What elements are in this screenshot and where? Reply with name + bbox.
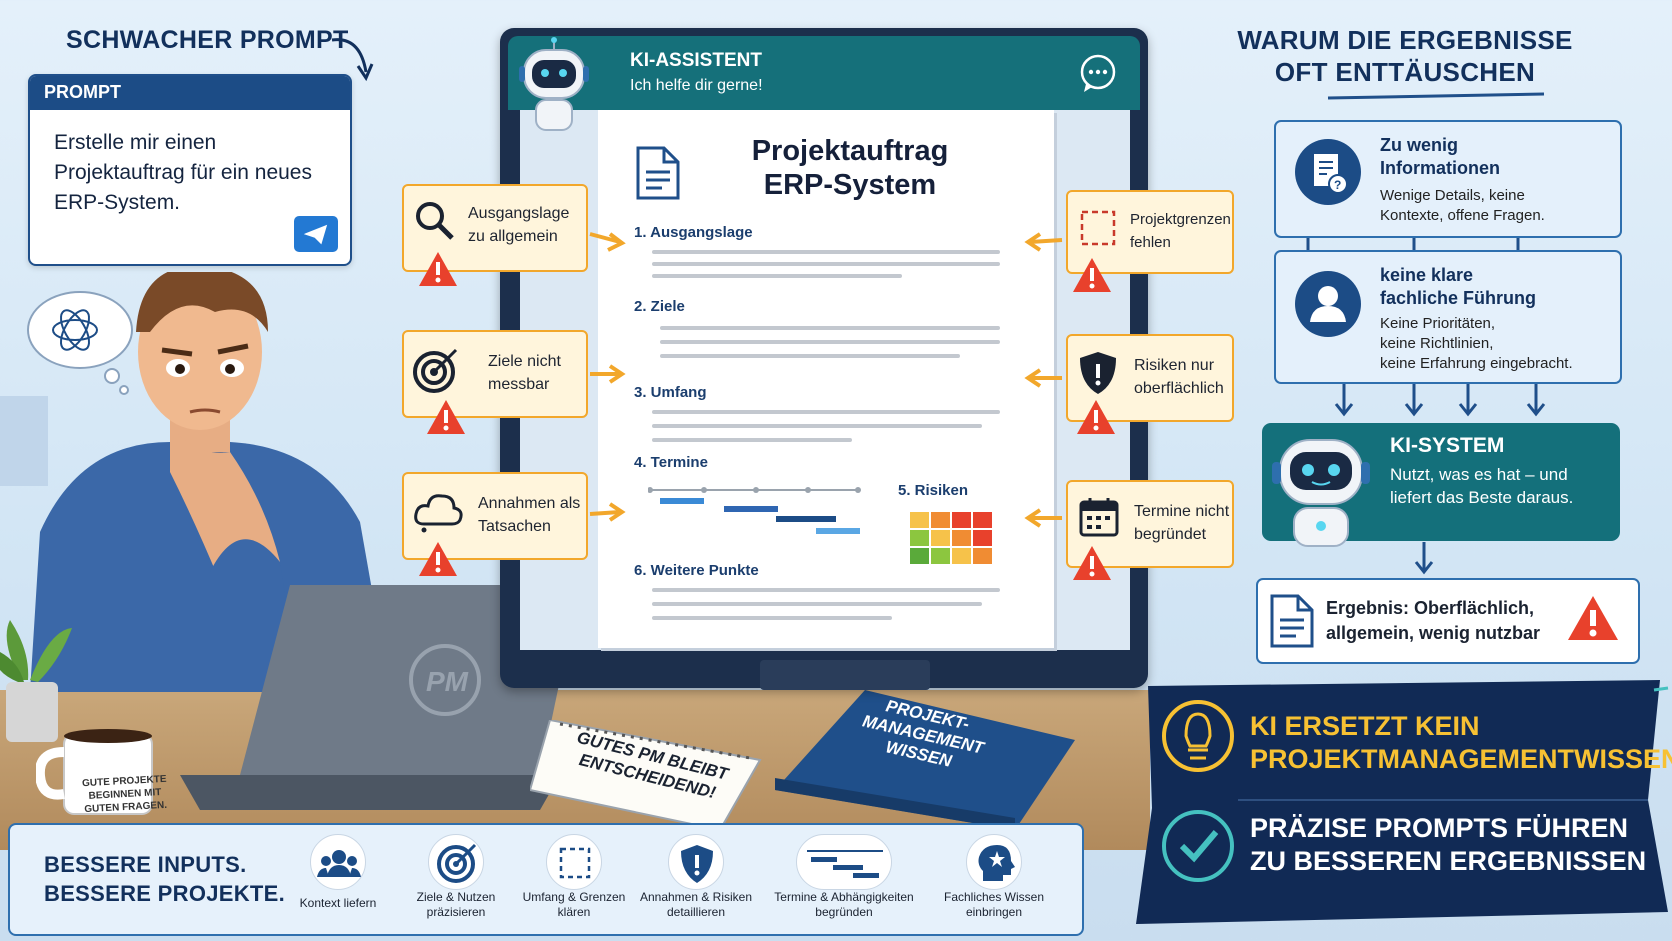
section-ausgangslage: 1. Ausgangslage xyxy=(634,224,753,241)
document-title: Projektauftrag ERP-System xyxy=(720,134,980,202)
cloud-icon xyxy=(414,494,463,533)
send-icon xyxy=(303,224,328,245)
assistant-title: KI-ASSISTENT xyxy=(630,50,762,71)
assistant-subtitle: Ich helfe dir gerne! xyxy=(630,77,763,94)
laptop: PM xyxy=(180,585,580,810)
why-title-line1: WARUM DIE ERGEBNISSE xyxy=(1237,25,1573,55)
robot-icon xyxy=(519,37,589,131)
section-risiken: 5. Risiken xyxy=(898,482,969,499)
why-title: WARUM DIE ERGEBNISSE OFT ENTTÄUSCHEN xyxy=(1210,24,1600,88)
bottom-title: BESSERE INPUTS.BESSERE PROJEKTE. xyxy=(44,852,286,906)
user-icon xyxy=(1295,271,1361,337)
tip-kontext: Kontext liefern xyxy=(299,896,377,910)
gantt-icon xyxy=(796,834,892,890)
ki-system-title: KI-SYSTEM xyxy=(1390,434,1505,457)
prompt-header: PROMPT xyxy=(30,76,350,110)
shield-icon xyxy=(1080,352,1116,394)
warning-icon xyxy=(1568,596,1618,640)
boundary-icon xyxy=(546,834,602,890)
notebook xyxy=(530,720,762,830)
document-title-line1: Projektauftrag xyxy=(751,135,949,167)
monitor-stand xyxy=(760,660,930,690)
target-icon xyxy=(428,834,484,890)
better-inputs-strip xyxy=(8,823,1084,936)
calendar-icon xyxy=(1079,498,1119,537)
plant xyxy=(0,620,72,742)
person-thinking xyxy=(30,272,390,692)
section-ziele: 2. Ziele xyxy=(634,298,685,315)
svg-text:?: ? xyxy=(1334,178,1341,192)
shield-icon xyxy=(668,834,724,890)
reason-description: Keine Prioritäten,keine Richtlinien,kein… xyxy=(1380,315,1573,372)
section-weitere-punkte: 6. Weitere Punkte xyxy=(634,562,759,579)
curved-arrow-icon xyxy=(331,38,374,82)
assistant-header xyxy=(508,36,1140,110)
document-title-line2: ERP-System xyxy=(763,169,937,201)
document-icon xyxy=(1270,594,1314,648)
prompt-card: PROMPT Erstelle mir einen Projektauftrag… xyxy=(28,74,352,266)
mug-text: GUTE PROJEKTE BEGINNEN MIT GUTEN FRAGEN. xyxy=(81,773,168,816)
head-star-icon xyxy=(966,834,1022,890)
wall-panel xyxy=(0,396,48,486)
magnifier-icon xyxy=(416,202,454,240)
document-icon xyxy=(636,146,680,200)
why-title-line2: OFT ENTTÄUSCHEN xyxy=(1274,57,1536,87)
result-box xyxy=(1256,578,1640,664)
send-button[interactable] xyxy=(294,216,338,252)
chat-bubble-icon[interactable] xyxy=(1078,54,1118,94)
pm-book xyxy=(775,690,1075,830)
prompt-text: Erstelle mir einen Projektauftrag für ei… xyxy=(54,131,312,214)
risk-matrix-icon xyxy=(910,512,992,564)
robot-icon xyxy=(1272,439,1370,547)
target-icon xyxy=(413,348,458,393)
thought-bubble xyxy=(27,291,133,395)
people-icon xyxy=(310,834,366,890)
laptop-logo: PM xyxy=(426,666,469,697)
ki-system-description: Nutzt, was es hat – und liefert das Best… xyxy=(1390,465,1574,507)
key-message-banner xyxy=(1136,680,1669,924)
boundary-icon xyxy=(1080,210,1116,246)
result-text: Ergebnis: Oberflächlich, allgemein, weni… xyxy=(1326,598,1541,643)
section-umfang: 3. Umfang xyxy=(634,384,707,401)
coffee-mug xyxy=(36,729,153,815)
gantt-chart-icon xyxy=(648,487,861,534)
weak-prompt-title: SCHWACHER PROMPT xyxy=(66,26,349,54)
document-question-icon: ? xyxy=(1295,139,1361,205)
section-termine: 4. Termine xyxy=(634,454,708,471)
